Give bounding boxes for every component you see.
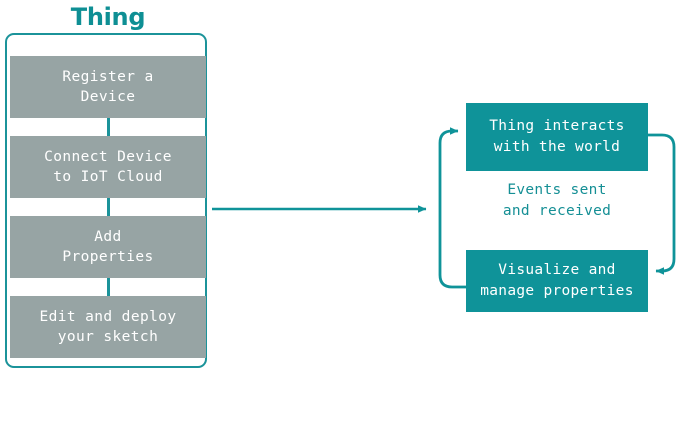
cycle-label-events-sent-and-received: Events sent and received <box>502 182 612 219</box>
cycle-box-visualize-and-manage-properties[interactable]: Visualize and manage properties <box>466 250 648 312</box>
thing-step-list: Register a Device Connect Device to IoT … <box>10 56 206 358</box>
step-edit-and-deploy-your-sketch[interactable]: Edit and deploy your sketch <box>10 296 206 358</box>
cycle-box-thing-interacts[interactable]: Thing interacts with the world <box>466 103 648 171</box>
step-connector-2 <box>107 198 110 216</box>
step-add-properties[interactable]: Add Properties <box>10 216 206 278</box>
step-connect-device-to-iot-cloud[interactable]: Connect Device to IoT Cloud <box>10 136 206 198</box>
page-title: Thing <box>70 3 146 31</box>
loop-left-upward <box>438 127 466 289</box>
step-connector-1 <box>107 118 110 136</box>
step-register-a-device[interactable]: Register a Device <box>10 56 206 118</box>
step-connector-3 <box>107 278 110 296</box>
loop-right-downward <box>648 133 676 275</box>
